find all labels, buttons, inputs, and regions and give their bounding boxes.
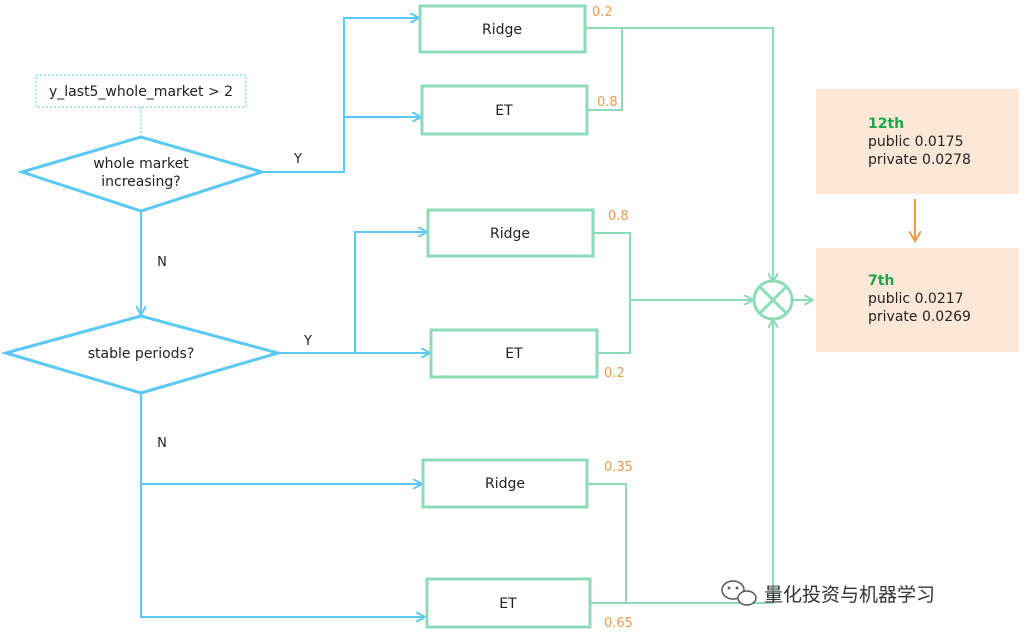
weight-ridge-2: 0.8 (608, 209, 629, 224)
flow-connectors (141, 18, 429, 617)
result-box-final (816, 248, 1019, 352)
wechat-logo-icon (721, 580, 757, 606)
arrow-group-1-to-combine (622, 27, 773, 281)
result-rank-final: 7th (868, 273, 894, 289)
bracket-group-3 (587, 483, 627, 604)
model-label-ridge-1: Ridge (482, 22, 522, 38)
model-label-et-3: ET (499, 596, 517, 612)
decision-stable-label: stable periods? (88, 346, 195, 362)
branch-label-no-2: N (157, 436, 167, 451)
arrow-to-ridge-1 (262, 18, 418, 173)
condition-box (35, 74, 247, 108)
model-box-ridge-1 (418, 4, 587, 54)
watermark-text: 量化投资与机器学习 (764, 584, 935, 606)
model-label-ridge-3: Ridge (485, 476, 525, 492)
model-box-et-2 (429, 328, 599, 379)
branch-label-no-1: N (157, 255, 167, 270)
weight-et-1: 0.8 (597, 95, 618, 110)
weight-et-2: 0.2 (604, 366, 625, 381)
model-box-et-1 (420, 84, 589, 136)
bracket-group-2 (593, 232, 631, 354)
weight-et-3: 0.65 (604, 616, 633, 631)
model-label-ridge-2: Ridge (490, 226, 530, 242)
weight-ridge-1: 0.2 (592, 5, 613, 20)
branch-label-yes-2: Y (303, 334, 312, 349)
model-box-ridge-2 (426, 208, 595, 258)
arrow-to-ridge-2 (278, 232, 426, 354)
result-private-final: private 0.0269 (868, 309, 971, 325)
weight-ridge-3: 0.35 (604, 460, 633, 475)
result-rank-previous: 12th (868, 116, 904, 132)
combine-node-icon (752, 279, 794, 321)
decision-market-line-1: whole market (93, 156, 189, 172)
branch-label-yes-1: Y (293, 152, 302, 167)
condition-label: y_last5_whole_market > 2 (49, 84, 233, 100)
model-box-ridge-3 (421, 458, 589, 509)
result-public-previous: public 0.0175 (868, 134, 964, 150)
model-box-et-3 (425, 577, 592, 629)
ensemble-connectors (585, 27, 812, 604)
arrow-to-et-3 (140, 393, 424, 617)
model-label-et-2: ET (505, 346, 523, 362)
result-public-final: public 0.0217 (868, 291, 964, 307)
result-box-previous (816, 89, 1019, 194)
decision-market-increasing (16, 135, 268, 213)
result-private-previous: private 0.0278 (868, 152, 971, 168)
decision-stable-periods (0, 314, 284, 395)
bracket-group-1 (585, 27, 623, 111)
decision-market-line-2: increasing? (101, 174, 180, 190)
model-label-et-1: ET (495, 103, 513, 119)
arrow-group-3-to-combine (626, 320, 773, 604)
